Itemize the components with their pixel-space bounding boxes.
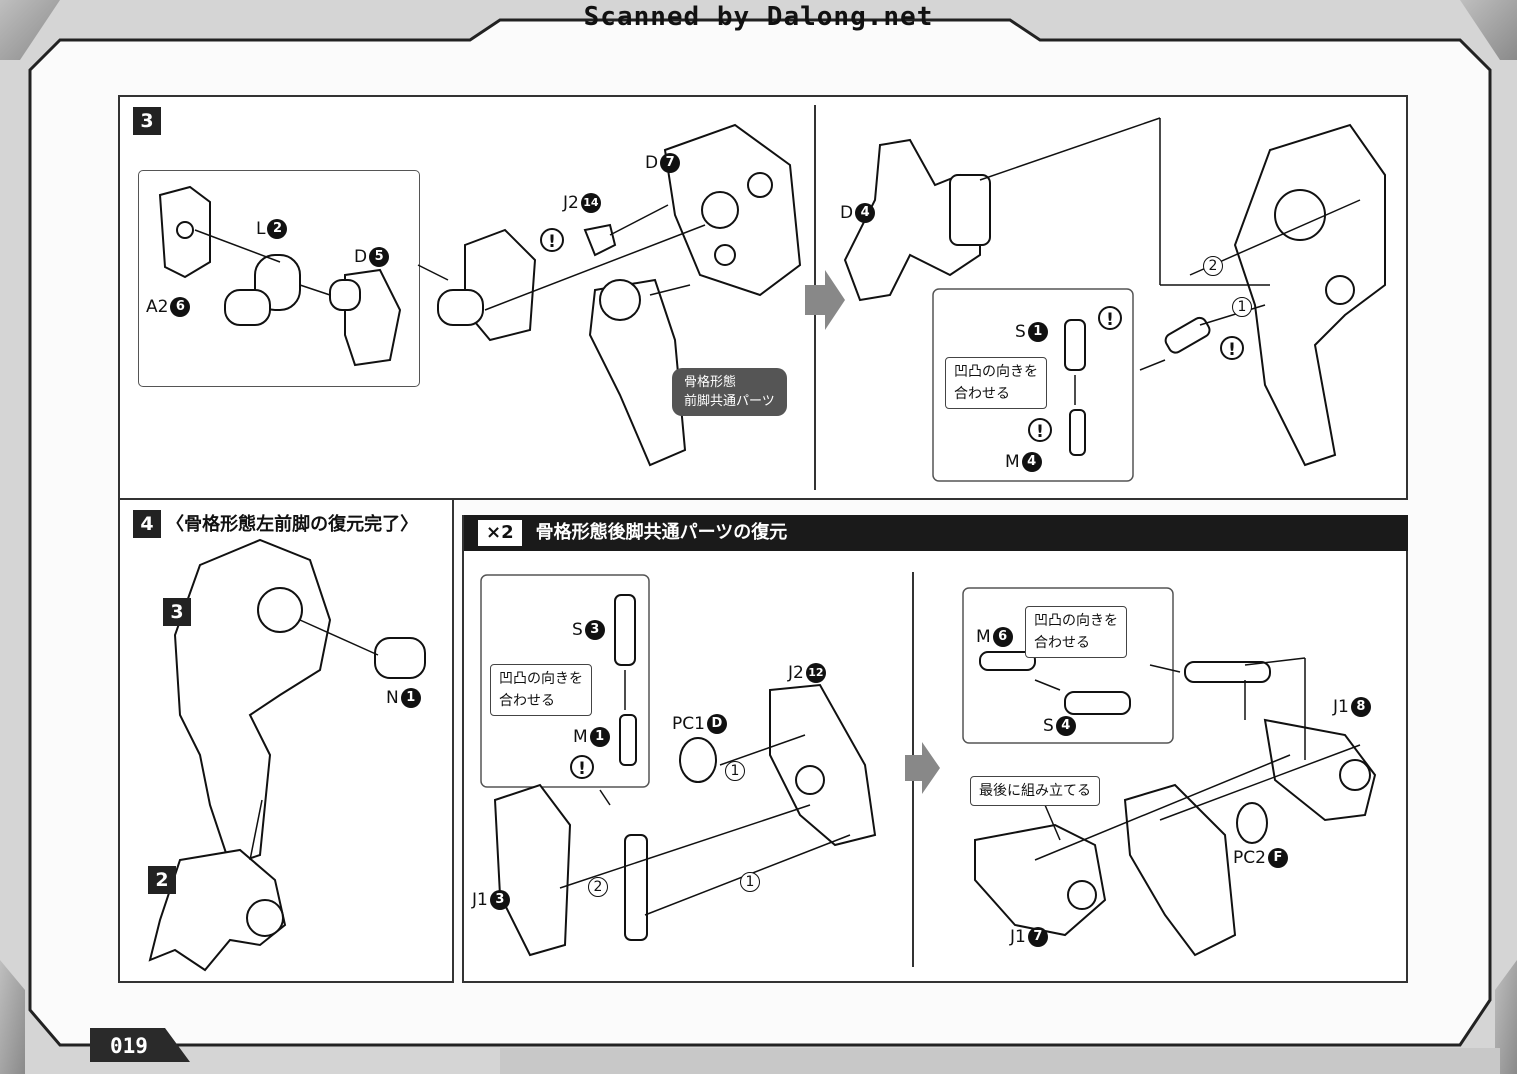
- common-parts-tag: 骨格形態前脚共通パーツ: [672, 368, 787, 416]
- order-mark: 1: [725, 761, 745, 781]
- align-note: 凹凸の向きを合わせる: [490, 664, 592, 716]
- step4-sub2: 2: [148, 866, 176, 894]
- order-mark: 2: [1203, 256, 1223, 276]
- scan-credit: Scanned by Dalong.net: [583, 2, 934, 32]
- align-note: 凹凸の向きを合わせる: [945, 357, 1047, 409]
- warning-icon: !: [1098, 306, 1122, 330]
- order-mark: 1: [1232, 297, 1252, 317]
- page-number: 019: [110, 1034, 148, 1058]
- order-mark: 1: [740, 872, 760, 892]
- align-note: 凹凸の向きを合わせる: [1025, 606, 1127, 658]
- warning-icon: !: [540, 228, 564, 252]
- assemble-last-note: 最後に組み立てる: [970, 776, 1100, 806]
- step4-heading: 4 〈骨格形態左前脚の復元完了〉: [133, 510, 418, 538]
- multiplier-badge: ×2: [478, 520, 522, 546]
- step4-sub3: 3: [163, 598, 191, 626]
- warning-icon: !: [1220, 336, 1244, 360]
- step3-number: 3: [133, 107, 161, 135]
- order-mark: 2: [588, 877, 608, 897]
- rear-leg-banner: ×2 骨格形態後脚共通パーツの復元: [464, 515, 1408, 551]
- rear-leg-title: 骨格形態後脚共通パーツの復元: [535, 522, 788, 543]
- warning-icon: !: [570, 755, 594, 779]
- warning-icon: !: [1028, 418, 1052, 442]
